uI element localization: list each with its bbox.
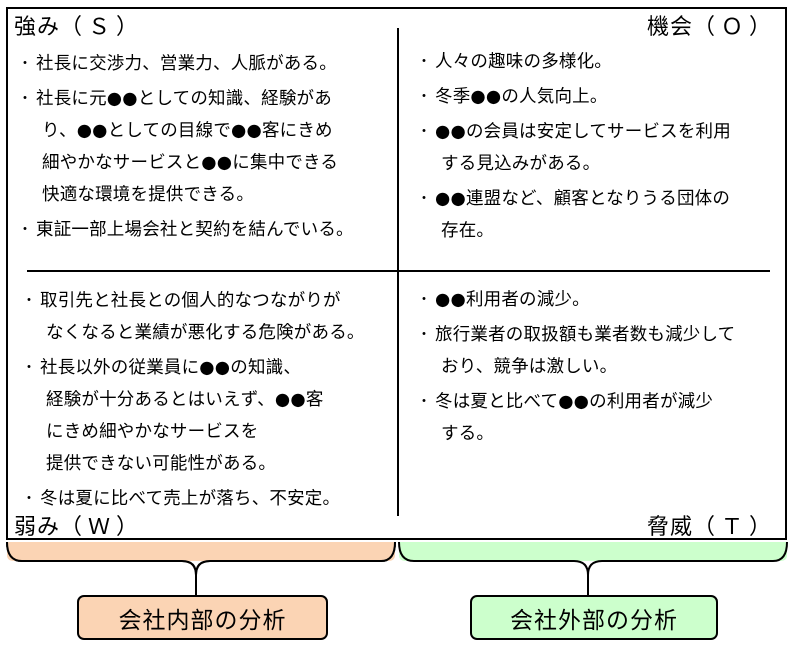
weaknesses-label: 弱み（Ｗ）	[14, 515, 145, 540]
swot-frame	[6, 7, 787, 540]
opportunities-item: 人々の趣味の多様化。	[417, 46, 731, 78]
external-analysis-box: 会社外部の分析	[470, 595, 718, 640]
threats-item-line: ●●利用者の減少。	[435, 290, 590, 310]
opportunities-list: 人々の趣味の多様化。冬季●●の人気向上。 ●●の会員は安定してサービスを利用する見…	[417, 46, 731, 250]
opportunities-item-line: 存在。	[441, 221, 495, 241]
weaknesses-item-line: にきめ細やかなサービスを	[46, 422, 259, 442]
weaknesses-item-line: 提供できない可能性がある。	[46, 454, 277, 474]
threats-list: ●●利用者の減少。旅行業者の取扱額も業者数も減少しており、競争は激しい。冬は夏と…	[417, 284, 736, 453]
threats-item-line: おり、競争は激しい。	[441, 357, 618, 377]
strengths-item: 東証一部上場会社と契約を結んでいる。	[18, 214, 354, 246]
opportunities-item-line: ●●の会員は安定してサービスを利用	[435, 122, 731, 142]
weaknesses-item-line: 経験が十分あるとはいえず、●●客	[46, 390, 324, 410]
weaknesses-item-line: 社長以外の従業員に●●の知識、	[40, 358, 302, 378]
threats-item-line: する。	[441, 424, 495, 444]
strengths-item-line: 快適な環境を提供できる。	[42, 185, 255, 205]
opportunities-label: 機会（Ｏ）	[646, 15, 777, 40]
weaknesses-item: 社長以外の従業員に●●の知識、経験が十分あるとはいえず、●●客にきめ細やかなサー…	[22, 352, 365, 480]
strengths-item: 社長に元●●としての知識、経験があり、●●としての目線で●●客にきめ細やかなサー…	[18, 83, 354, 211]
threats-item: ●●利用者の減少。	[417, 284, 735, 316]
vertical-divider	[397, 28, 399, 516]
strengths-item: 社長に交渉力、営業力、人脈がある。	[18, 48, 354, 80]
internal-brace-fill	[7, 542, 395, 561]
external-brace-fill	[399, 542, 787, 561]
strengths-item-line: 東証一部上場会社と契約を結んでいる。	[36, 220, 354, 240]
brace-connectors	[6, 541, 788, 595]
strengths-item-line: り、●●としての目線で●●客にきめ	[42, 121, 333, 141]
weaknesses-list: 取引先と社長との個人的なつながりがなくなると業績が悪化する危険がある。社長以外の…	[22, 285, 365, 518]
opportunities-item-line: 人々の趣味の多様化。	[435, 52, 612, 72]
strengths-label: 強み（Ｓ）	[14, 15, 145, 40]
strengths-list: 社長に交渉力、営業力、人脈がある。社長に元●●としての知識、経験があり、●●とし…	[18, 48, 354, 249]
horizontal-divider	[27, 270, 770, 272]
opportunities-item: 冬季●●の人気向上。	[417, 81, 731, 113]
weaknesses-item: 冬は夏に比べて売上が落ち、不安定。	[22, 483, 365, 515]
weaknesses-item-line: 冬は夏に比べて売上が落ち、不安定。	[40, 489, 341, 509]
external-brace	[398, 541, 788, 595]
opportunities-item-line: 冬季●●の人気向上。	[435, 87, 608, 107]
opportunities-item-line: する見込みがある。	[441, 154, 601, 174]
threats-item-line: 旅行業者の取扱額も業者数も減少して	[435, 325, 736, 345]
strengths-item-line: 細やかなサービスと●●に集中できる	[42, 153, 339, 173]
strengths-item-line: 社長に元●●としての知識、経験があ	[36, 89, 332, 109]
threats-label: 脅威（Ｔ）	[646, 515, 777, 540]
opportunities-item-line: ●●連盟など、顧客となりうる団体の	[435, 189, 731, 209]
weaknesses-item-line: なくなると業績が悪化する危険がある。	[46, 323, 365, 343]
internal-analysis-box: 会社内部の分析	[77, 595, 328, 640]
threats-item-line: 冬は夏と比べて●●の利用者が減少	[435, 392, 714, 412]
weaknesses-item-line: 取引先と社長との個人的なつながりが	[40, 291, 341, 311]
strengths-item-line: 社長に交渉力、営業力、人脈がある。	[36, 54, 337, 74]
